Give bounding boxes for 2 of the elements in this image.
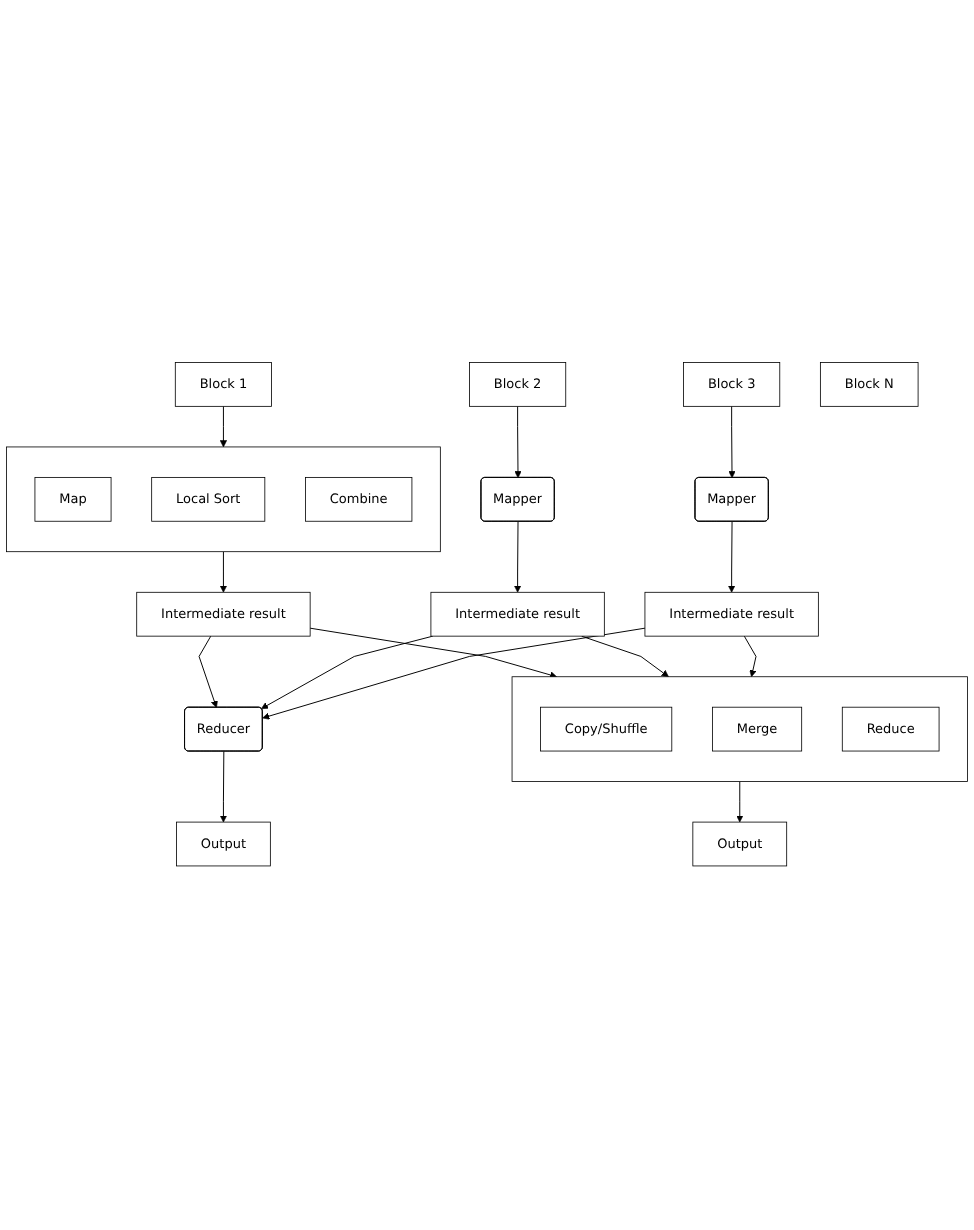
cluster [6,447,441,553]
cluster [511,677,968,783]
